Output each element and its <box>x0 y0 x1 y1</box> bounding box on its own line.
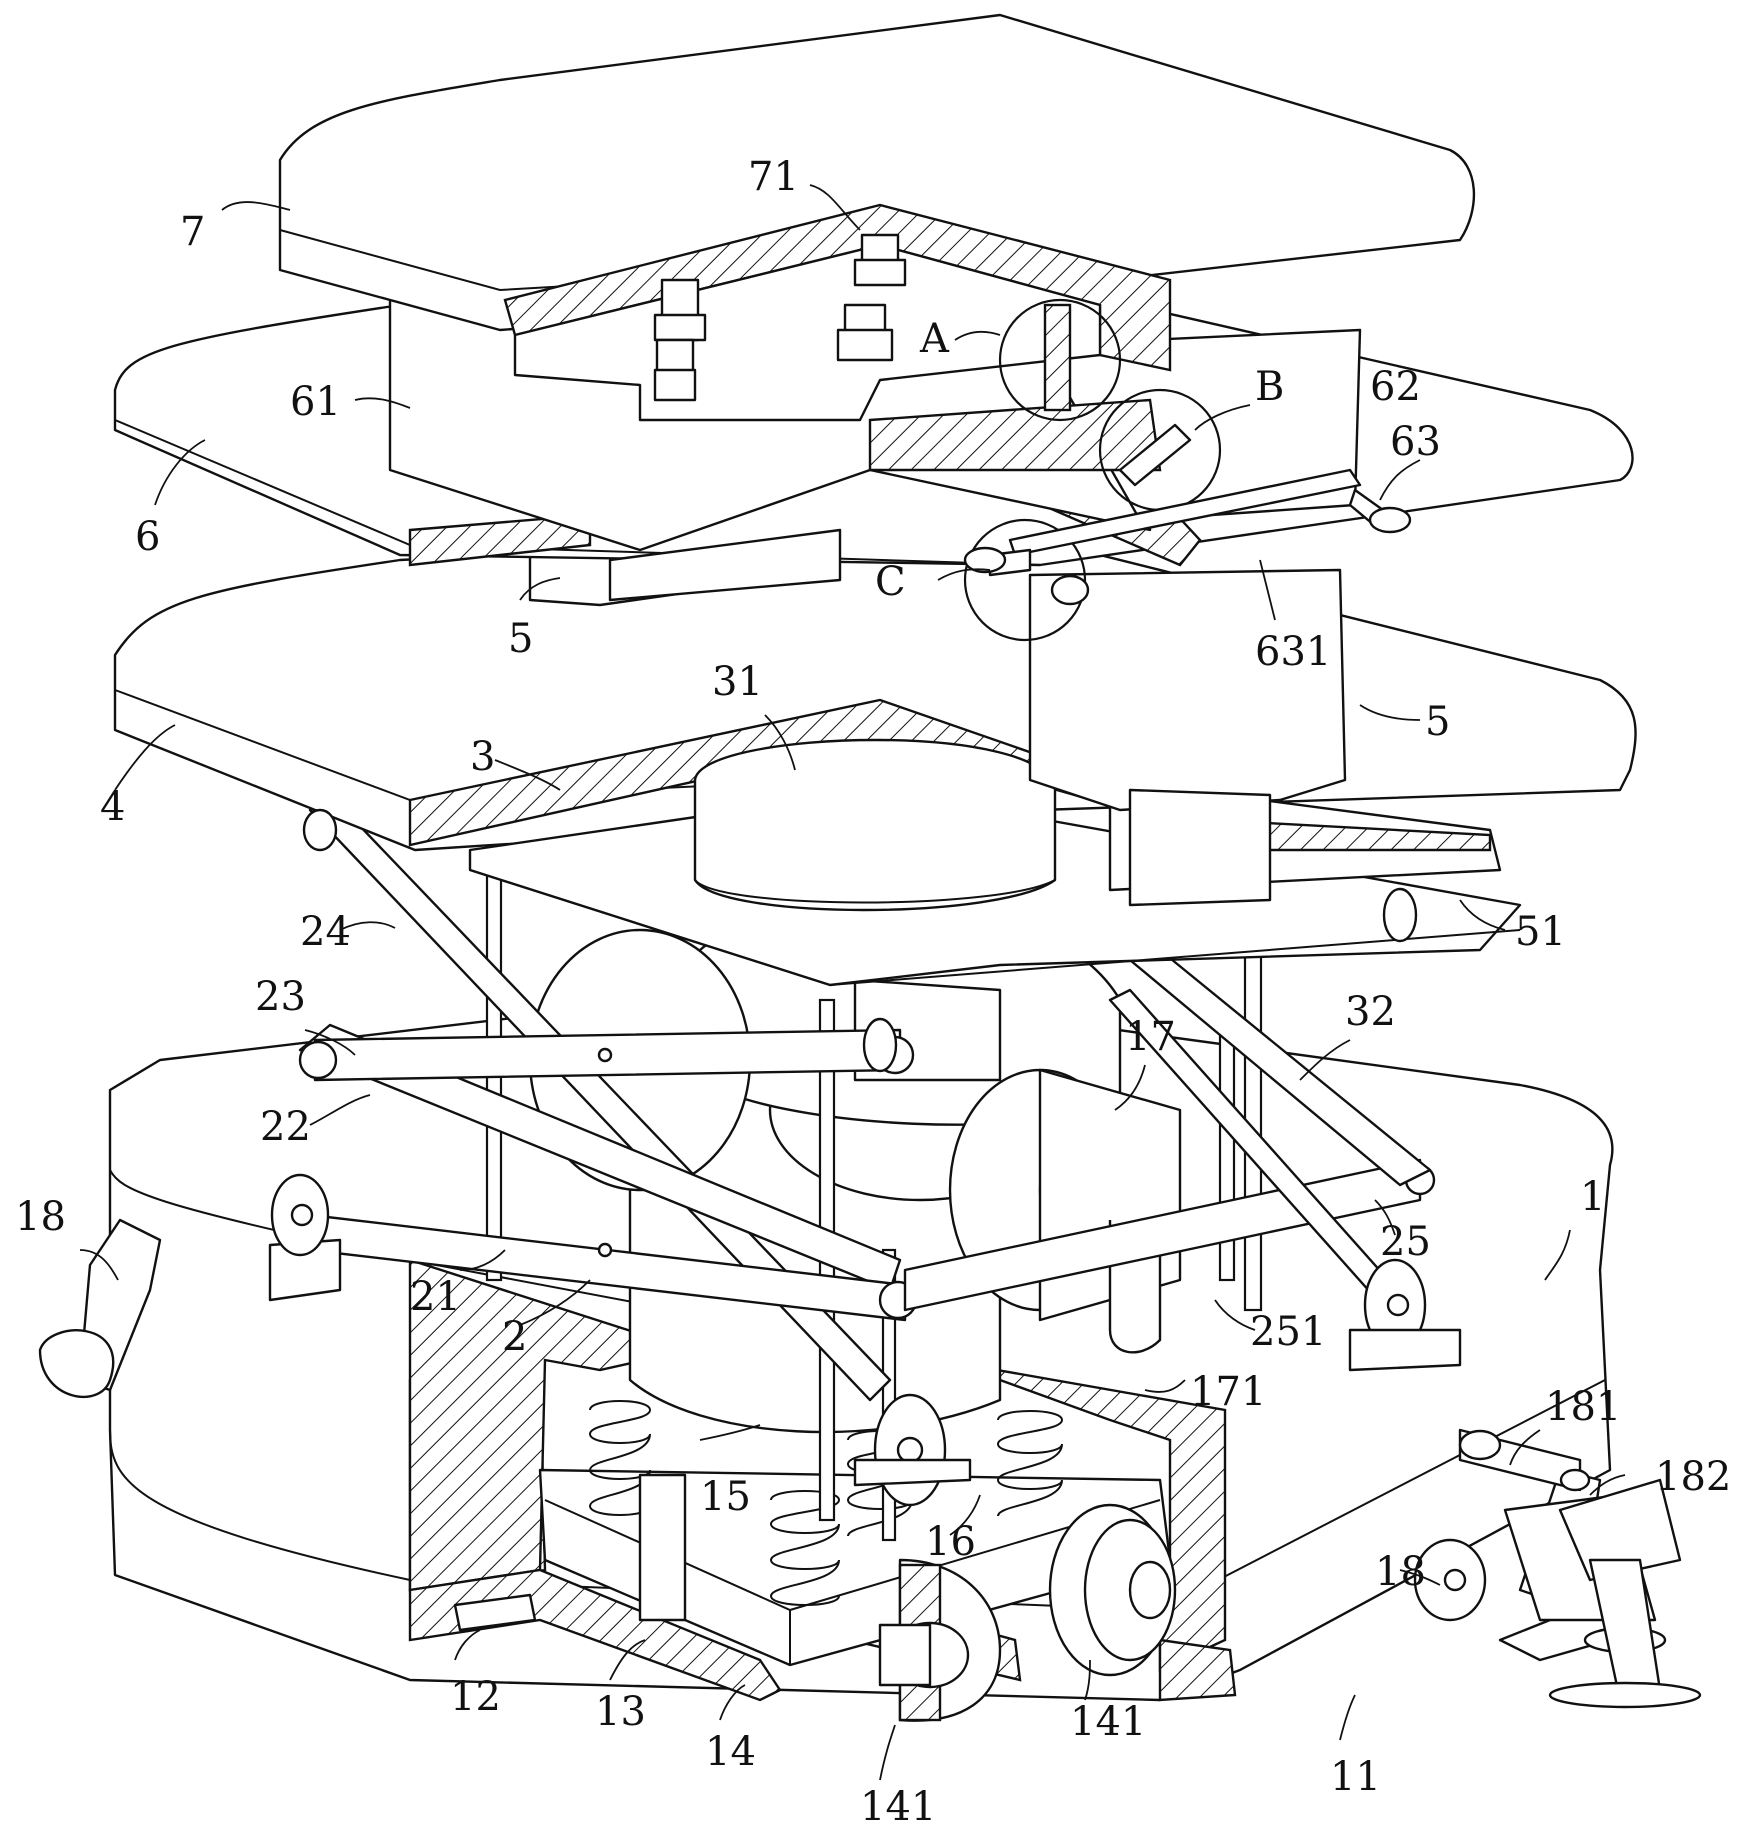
top-plate-7 <box>278 13 1476 422</box>
label-71: 71 <box>748 154 799 200</box>
side-legs <box>38 1218 1702 1709</box>
label-62: 62 <box>1370 364 1421 410</box>
label-14: 14 <box>705 1729 756 1775</box>
label-C: C <box>875 559 906 605</box>
label-7: 7 <box>180 209 205 255</box>
leader-lines <box>79 184 1626 1781</box>
label-23: 23 <box>255 974 306 1020</box>
label-17: 17 <box>1125 1014 1176 1060</box>
label-4: 4 <box>100 784 125 830</box>
label-171: 171 <box>1190 1369 1266 1415</box>
label-181: 181 <box>1545 1384 1621 1430</box>
label-18a: 18 <box>15 1194 66 1240</box>
label-13: 13 <box>595 1689 646 1735</box>
column-5 <box>528 533 1347 907</box>
scissor-lift <box>268 798 1462 1507</box>
label-25: 25 <box>1380 1219 1431 1265</box>
wheels <box>878 1503 1177 1722</box>
label-61: 61 <box>290 379 341 425</box>
label-63: 63 <box>1390 419 1441 465</box>
label-32: 32 <box>1345 989 1396 1035</box>
label-15: 15 <box>700 1474 751 1520</box>
reference-labels: 7 71 A B 62 63 61 6 5 C 631 5 31 3 4 51 … <box>15 154 1731 1830</box>
label-11: 11 <box>1330 1754 1381 1800</box>
label-24: 24 <box>300 909 351 955</box>
label-31: 31 <box>712 659 763 705</box>
label-12: 12 <box>450 1674 501 1720</box>
label-1: 1 <box>1580 1174 1605 1220</box>
label-251: 251 <box>1250 1309 1326 1355</box>
pins-71 <box>653 233 907 402</box>
label-141a: 141 <box>860 1784 936 1830</box>
label-3: 3 <box>470 734 495 780</box>
label-5b: 5 <box>1425 699 1450 745</box>
label-6: 6 <box>135 514 160 560</box>
label-5a: 5 <box>508 616 533 662</box>
label-A: A <box>919 316 950 362</box>
label-22: 22 <box>260 1104 311 1150</box>
label-631: 631 <box>1255 629 1331 675</box>
detail-circles <box>963 298 1412 642</box>
label-51: 51 <box>1515 909 1566 955</box>
label-16: 16 <box>925 1519 976 1565</box>
label-21: 21 <box>410 1274 461 1320</box>
label-182: 182 <box>1655 1454 1731 1500</box>
label-18b: 18 <box>1375 1549 1426 1595</box>
label-2: 2 <box>502 1314 527 1360</box>
label-B: B <box>1255 364 1284 410</box>
label-141b: 141 <box>1070 1699 1146 1745</box>
